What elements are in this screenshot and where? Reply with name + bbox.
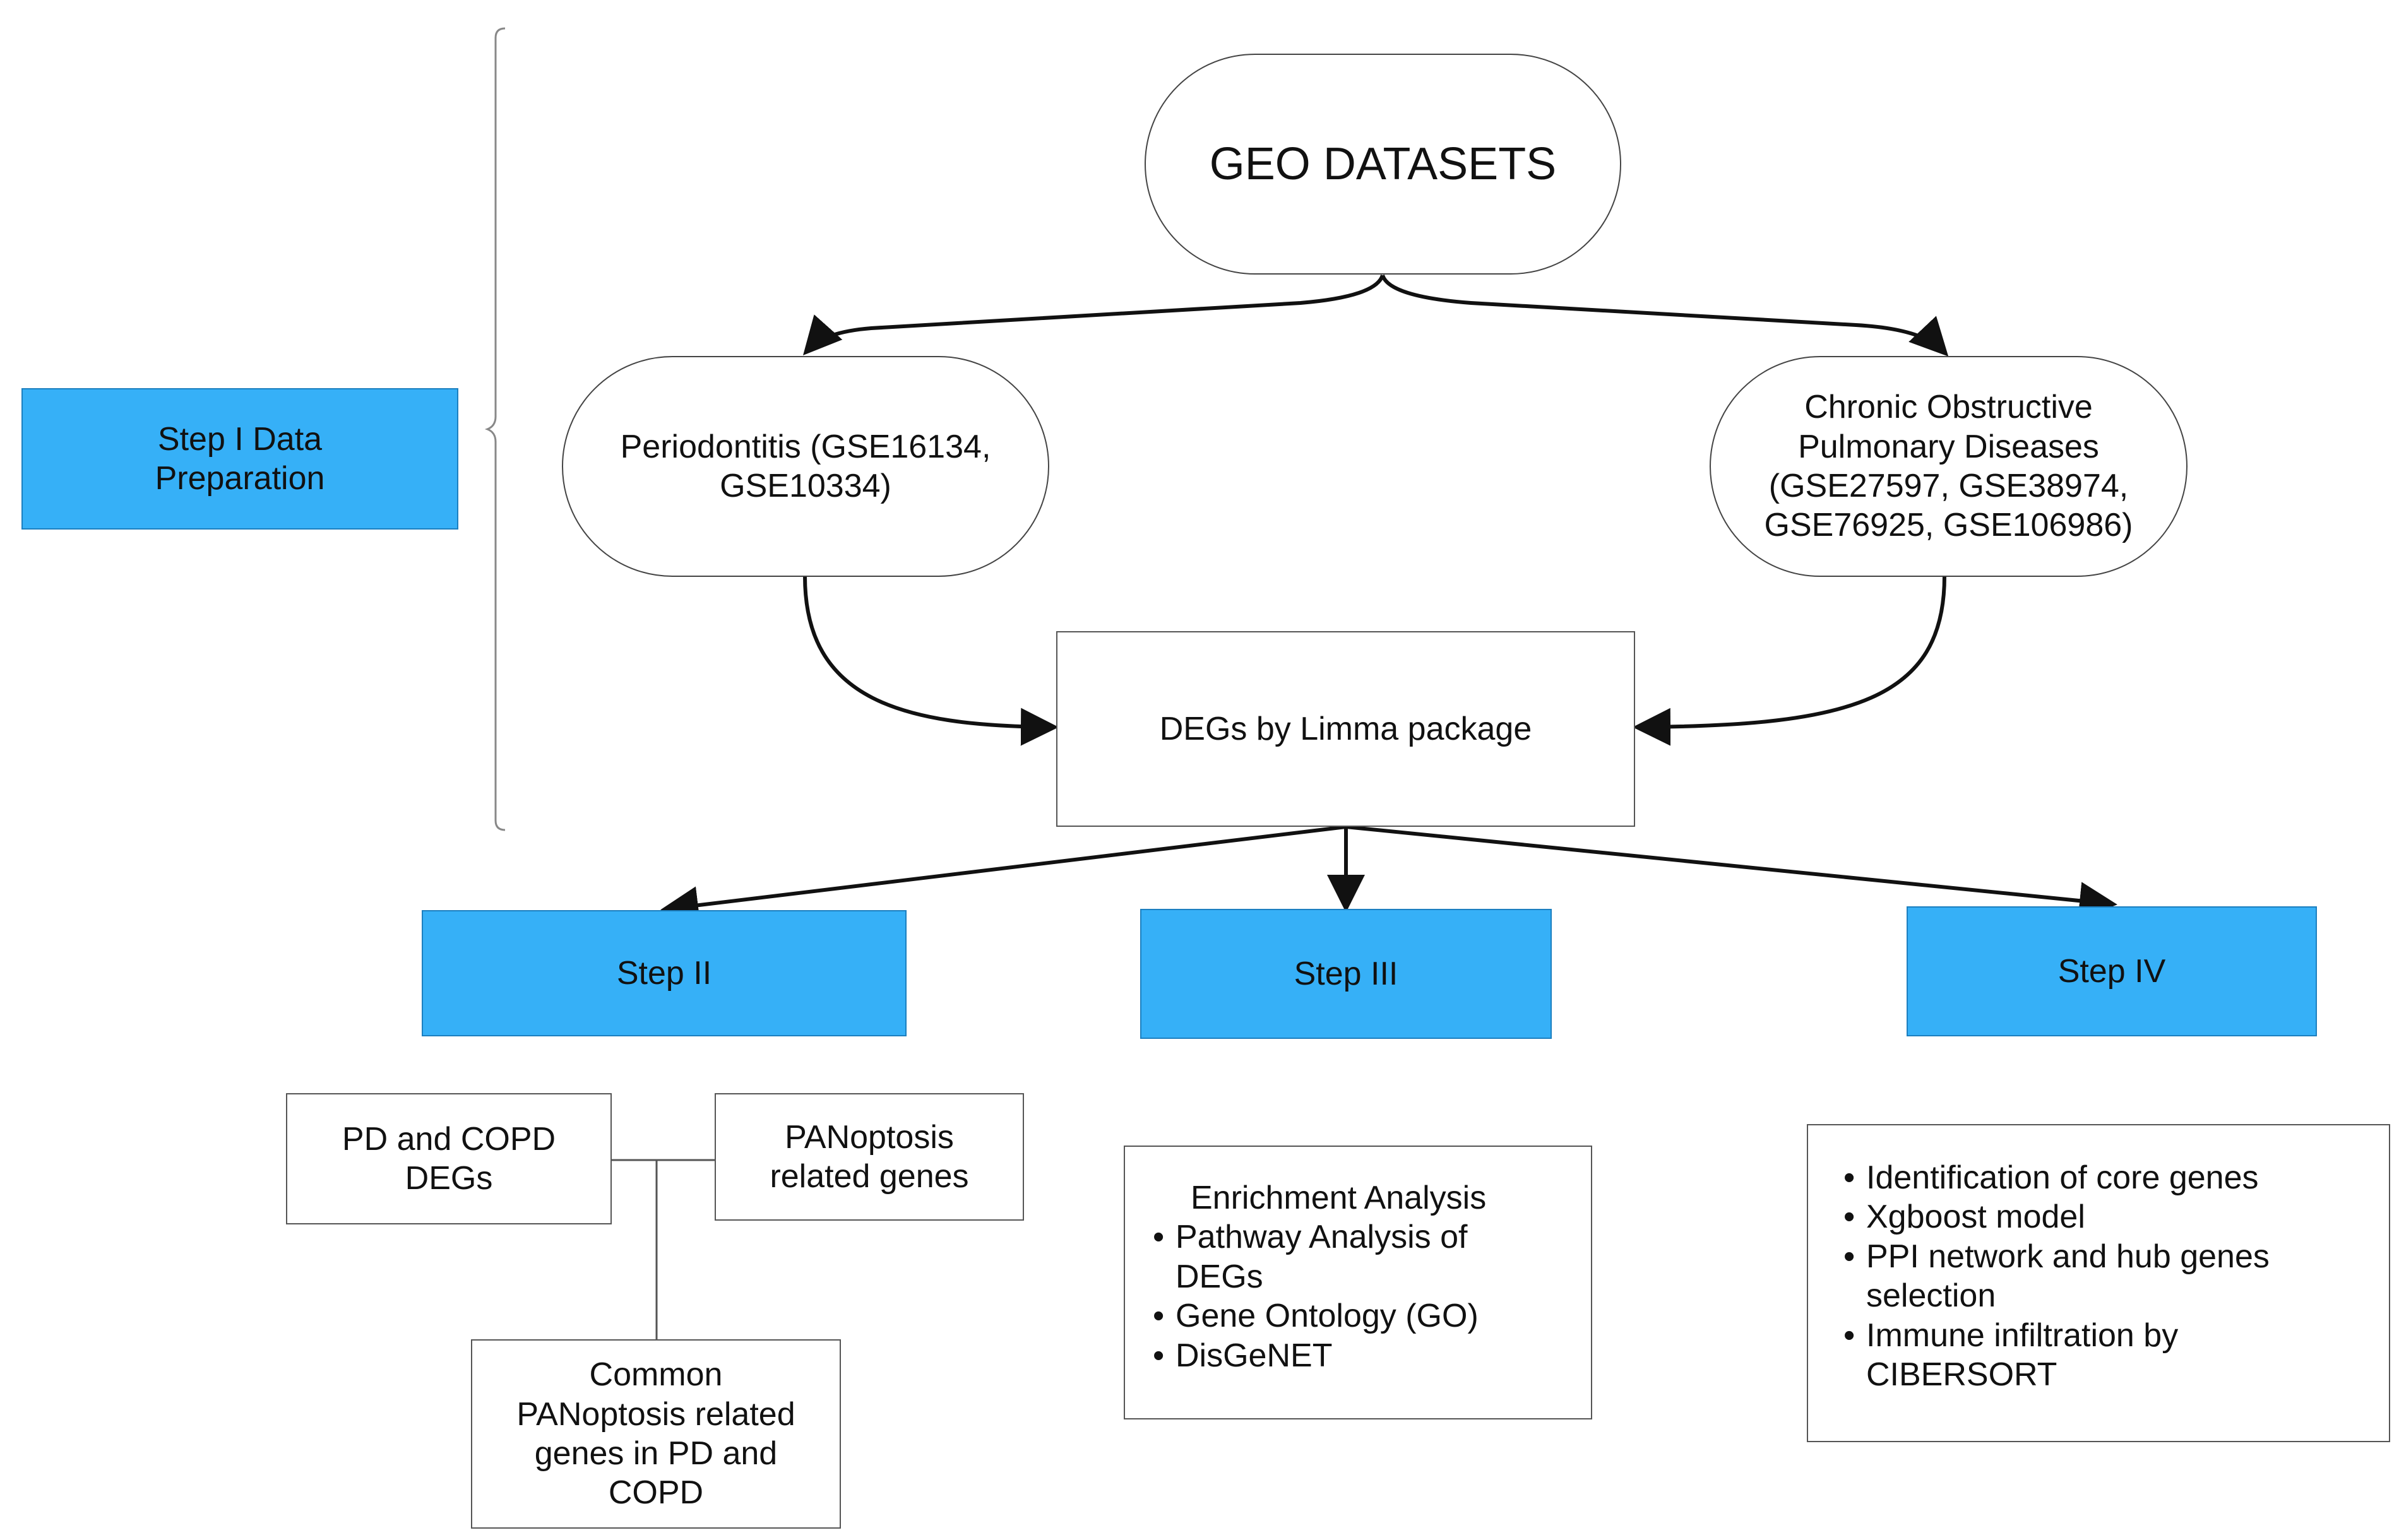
core-genes-list: Identification of core genes Xgboost mod… bbox=[1841, 1158, 2346, 1394]
pd-copd-degs-box: PD and COPD DEGs bbox=[286, 1093, 612, 1224]
arrow-geo-to-copd bbox=[1381, 274, 1949, 357]
panoptosis-genes-box: PANoptosis related genes bbox=[715, 1093, 1024, 1221]
geo-datasets-label: GEO DATASETS bbox=[1209, 138, 1557, 189]
enrichment-heading: Enrichment Analysis bbox=[1191, 1180, 1487, 1216]
periodontitis-label: Periodontitis (GSE16134, GSE10334) bbox=[620, 428, 991, 504]
copd-node: Chronic Obstructive Pulmonary Diseases (… bbox=[1710, 356, 2188, 577]
common-genes-box: Common PANoptosis related genes in PD an… bbox=[471, 1339, 841, 1529]
enrichment-list: Pathway Analysis of DEGs Gene Ontology (… bbox=[1150, 1217, 1542, 1375]
enrichment-item-pathway: Pathway Analysis of DEGs bbox=[1150, 1217, 1542, 1296]
panoptosis-genes-label: PANoptosis related genes bbox=[770, 1118, 969, 1195]
step2-label: Step II bbox=[616, 954, 712, 992]
pd-copd-degs-label: PD and COPD DEGs bbox=[342, 1120, 556, 1197]
core-genes-item-immune: Immune infiltration by CIBERSORT bbox=[1841, 1316, 2270, 1395]
enrichment-item-go: Gene Ontology (GO) bbox=[1150, 1296, 1542, 1336]
step4-label: Step IV bbox=[2057, 952, 2166, 990]
degs-limma-node: DEGs by Limma package bbox=[1056, 631, 1635, 827]
enrichment-analysis-box: Enrichment Analysis Pathway Analysis of … bbox=[1124, 1146, 1592, 1419]
core-genes-item-xgboost: Xgboost model bbox=[1841, 1197, 2346, 1237]
arrow-periodontitis-to-degs bbox=[803, 576, 1059, 746]
core-genes-item-identification: Identification of core genes bbox=[1841, 1158, 2346, 1198]
step1-bracket bbox=[484, 27, 506, 831]
arrow-copd-to-degs bbox=[1633, 576, 1946, 746]
step1-box: Step I Data Preparation bbox=[21, 388, 458, 530]
arrow-degs-to-step2 bbox=[660, 825, 1347, 925]
step4-box: Step IV bbox=[1907, 906, 2317, 1036]
step3-label: Step III bbox=[1294, 955, 1398, 992]
copd-label: Chronic Obstructive Pulmonary Diseases (… bbox=[1764, 389, 2133, 544]
step1-label: Step I Data Preparation bbox=[155, 420, 325, 497]
common-genes-label: Common PANoptosis related genes in PD an… bbox=[516, 1356, 795, 1512]
step3-box: Step III bbox=[1140, 909, 1552, 1039]
step2-box: Step II bbox=[422, 910, 907, 1036]
core-genes-box: Identification of core genes Xgboost mod… bbox=[1807, 1124, 2390, 1442]
enrichment-item-disgenet: DisGeNET bbox=[1150, 1336, 1542, 1376]
arrow-geo-to-periodontitis bbox=[803, 274, 1384, 355]
degs-limma-label: DEGs by Limma package bbox=[1159, 710, 1532, 747]
geo-datasets-node: GEO DATASETS bbox=[1145, 54, 1621, 275]
arrow-degs-to-step4 bbox=[1345, 825, 2117, 920]
periodontitis-node: Periodontitis (GSE16134, GSE10334) bbox=[562, 356, 1049, 577]
core-genes-item-ppi: PPI network and hub genes selection bbox=[1841, 1237, 2346, 1316]
